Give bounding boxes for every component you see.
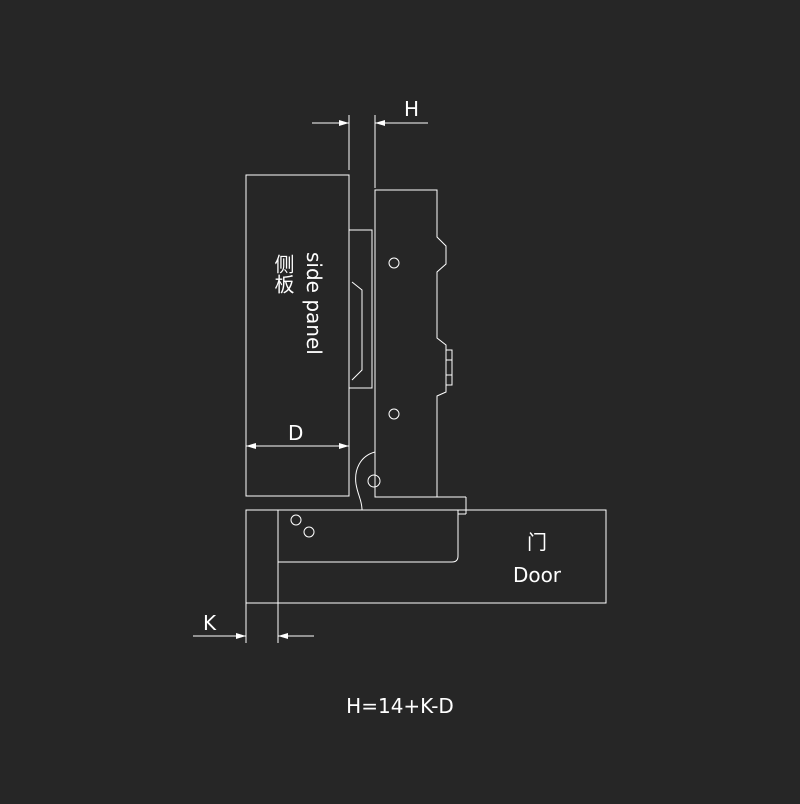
door-label-en: Door [513, 563, 562, 587]
cup-screw-hole [303, 526, 315, 538]
hinge-screw-hole [388, 408, 400, 420]
mounting-plate [349, 229, 373, 389]
side-panel [245, 174, 350, 497]
door-panel [245, 509, 607, 604]
hinge-screw-hole [388, 257, 400, 269]
hinge-arm [374, 189, 453, 498]
h-label: H [404, 97, 419, 121]
side-panel-label-en: side panel [302, 252, 326, 355]
formula: H=14+K-D [346, 694, 454, 718]
k-label: K [203, 611, 217, 635]
dimension-k [193, 562, 314, 643]
cup-screw-hole [290, 514, 302, 526]
hinge-cup [277, 510, 459, 563]
hinge-knuckle [355, 451, 467, 515]
dimension-h [312, 115, 428, 188]
door-label-cn: 门 [527, 530, 547, 554]
side-panel-label-cn: 侧板 [271, 254, 295, 294]
d-label: D [288, 421, 303, 445]
